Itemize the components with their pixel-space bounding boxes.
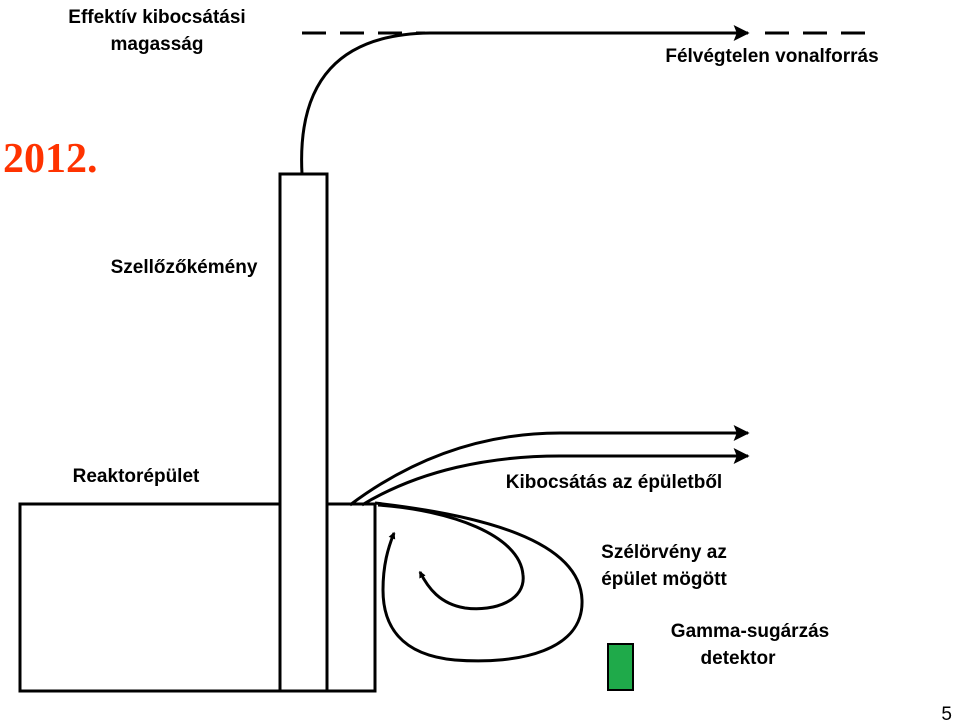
year-label: 2012.: [3, 136, 98, 182]
wind-vortex-inner: [377, 503, 525, 611]
detector-label-line2: detektor: [701, 648, 777, 669]
building-release-label: Kibocsátás az épületből: [506, 472, 722, 493]
page-number: 5: [941, 704, 952, 725]
wind-vortex-label-line1: Szélörvény az: [601, 542, 727, 563]
chimney-plume: [300, 25, 750, 175]
building-release-stream-lower: [361, 448, 750, 507]
reactor-building: [18, 502, 377, 693]
line-source-label: Félvégtelen vonalforrás: [665, 46, 878, 67]
reactor-building-label: Reaktorépület: [73, 466, 200, 487]
ventilation-chimney: [278, 172, 329, 693]
effective-height-label-line2: magasság: [111, 34, 204, 55]
wind-vortex-outer: [374, 501, 584, 663]
detector-label-line1: Gamma-sugárzás: [671, 621, 829, 642]
wind-vortex-label-line2: épület mögött: [601, 569, 727, 590]
gamma-detector: [607, 643, 634, 691]
effective-height-label-line1: Effektív kibocsátási: [68, 7, 245, 28]
building-release-stream-upper: [349, 425, 750, 507]
chimney-label: Szellőzőkémény: [111, 257, 258, 278]
